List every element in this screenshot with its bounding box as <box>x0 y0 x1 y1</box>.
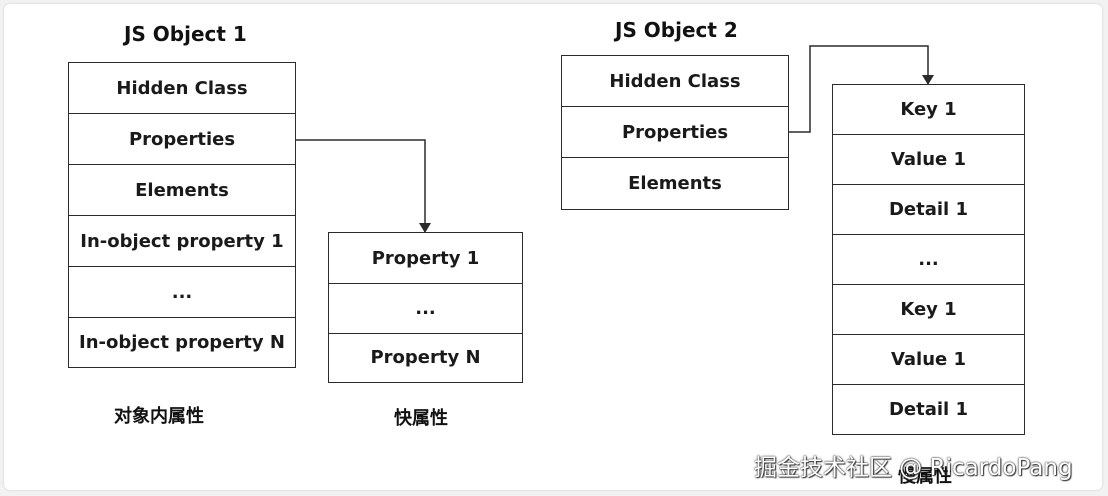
fast-properties-caption: 快属性 <box>394 408 448 429</box>
slow-property-cell-detail-1: Detail 1 <box>833 185 1024 235</box>
object1-cell-in-object-property-n: In-object property N <box>79 331 285 353</box>
object2-title: JS Object 2 <box>615 18 738 42</box>
object2-cell-hidden-class: Hidden Class <box>562 56 788 107</box>
object2-cell-properties: Properties <box>562 107 788 158</box>
object2-box: Hidden Class Properties Elements <box>561 55 789 210</box>
slow-properties-caption: 慢属性 <box>898 466 952 487</box>
object2-cell-elements: Elements <box>628 172 722 194</box>
fast-properties-box: Property 1 ... Property N <box>328 232 523 383</box>
fast-property-cell-1: Property 1 <box>329 233 522 284</box>
object1-cell-elements: Elements <box>69 165 295 216</box>
object1-title: JS Object 1 <box>124 22 247 46</box>
fast-property-cell-ellipsis: ... <box>329 284 522 334</box>
slow-property-cell-key-1: Key 1 <box>833 85 1024 135</box>
slow-property-cell-value-1: Value 1 <box>833 135 1024 185</box>
fast-property-cell-n: Property N <box>370 347 481 368</box>
object1-box: Hidden Class Properties Elements In-obje… <box>68 62 296 368</box>
slow-property-cell-value-2: Value 1 <box>833 335 1024 385</box>
watermark-text: 掘金技术社区 @ RicardoPang <box>754 455 1073 481</box>
object1-cell-in-object-property-1: In-object property 1 <box>69 216 295 267</box>
arrow-object2-to-slow-properties <box>788 45 934 133</box>
slow-properties-box: Key 1 Value 1 Detail 1 ... Key 1 Value 1… <box>832 84 1025 435</box>
slow-property-cell-ellipsis: ... <box>833 235 1024 285</box>
object1-cell-properties: Properties <box>69 114 295 165</box>
slow-property-cell-key-2: Key 1 <box>833 285 1024 335</box>
arrow-object1-to-fast-properties <box>295 139 431 233</box>
slow-property-cell-detail-2: Detail 1 <box>888 398 969 420</box>
in-object-properties-caption: 对象内属性 <box>114 406 204 427</box>
object1-cell-hidden-class: Hidden Class <box>69 63 295 114</box>
object1-cell-ellipsis: ... <box>69 267 295 318</box>
